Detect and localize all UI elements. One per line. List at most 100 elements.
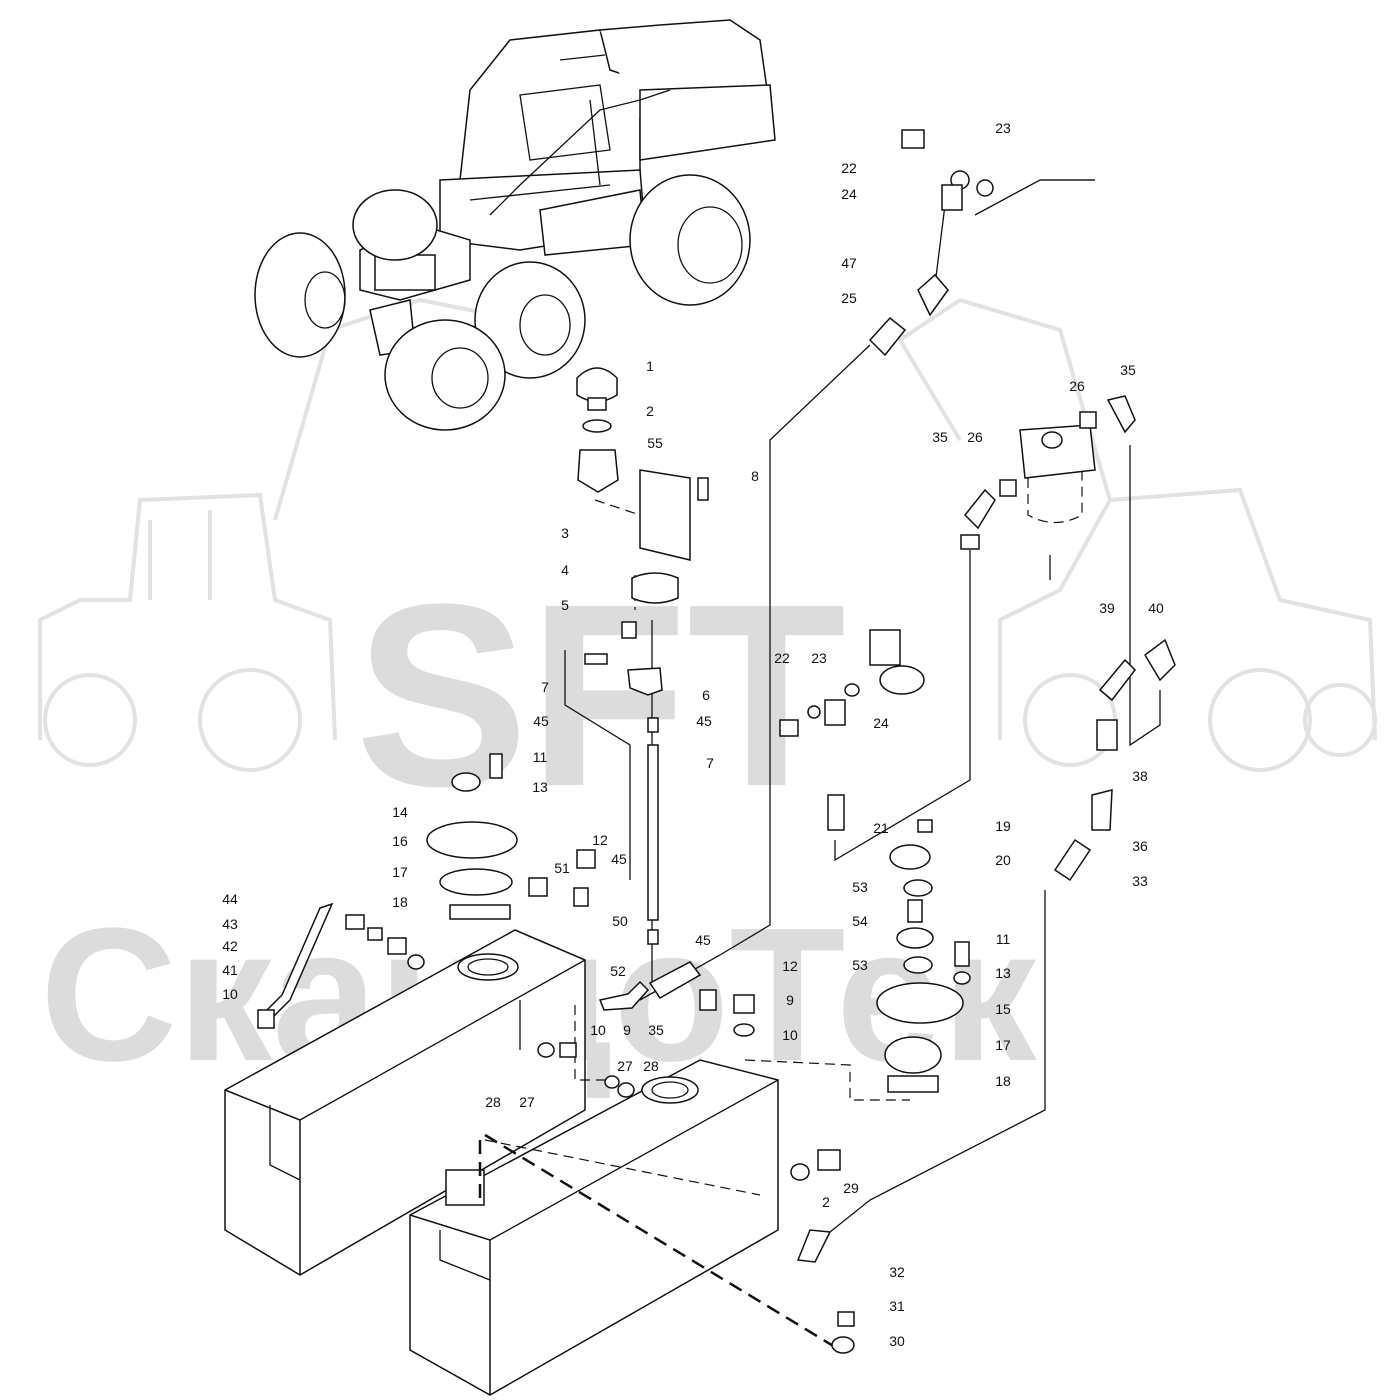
part-screw-19 — [917, 819, 933, 833]
callout-7: 7 — [541, 679, 549, 695]
callout-23: 23 — [995, 120, 1011, 136]
callout-40: 40 — [1148, 600, 1164, 616]
part-hose-33 — [1053, 838, 1092, 882]
callout-22: 22 — [774, 650, 790, 666]
callout-45: 45 — [533, 713, 549, 729]
callout-54: 54 — [852, 913, 868, 929]
callout-15: 15 — [995, 1001, 1011, 1017]
callout-9: 9 — [623, 1022, 631, 1038]
part-elbow-32 — [796, 1229, 832, 1263]
part-o-ring-17 — [439, 868, 513, 896]
callout-24: 24 — [841, 186, 857, 202]
part-pipe-21 — [827, 794, 845, 831]
callout-35: 35 — [648, 1022, 664, 1038]
part-bolt-11b — [954, 941, 970, 967]
part-fitting-43 — [345, 914, 365, 930]
part-plug-27b — [604, 1075, 620, 1089]
part-plug-51 — [528, 877, 548, 897]
part-valve-38 — [1096, 719, 1118, 751]
callout-1: 1 — [646, 358, 654, 374]
callout-10: 10 — [590, 1022, 606, 1038]
callout-31: 31 — [889, 1298, 905, 1314]
part-bracket — [639, 469, 691, 561]
callout-53: 53 — [852, 879, 868, 895]
part-washer-23d — [844, 683, 860, 697]
callout-30: 30 — [889, 1333, 905, 1349]
part-flange — [879, 665, 925, 695]
callout-14: 14 — [392, 804, 408, 820]
callout-27: 27 — [617, 1058, 633, 1074]
part-cap-right — [869, 629, 901, 666]
part-bolt-22b — [779, 719, 799, 737]
callout-12: 12 — [592, 832, 608, 848]
callout-8: 8 — [751, 468, 759, 484]
part-sleeve-45b — [647, 929, 659, 945]
callout-26: 26 — [967, 429, 983, 445]
part-plug-27 — [559, 1042, 577, 1058]
part-elbow-47 — [917, 273, 949, 317]
callout-2: 2 — [822, 1194, 830, 1210]
part-seal-ring — [582, 419, 612, 433]
callout-23: 23 — [811, 650, 827, 666]
part-banjo-24 — [941, 184, 963, 211]
callout-19: 19 — [995, 818, 1011, 834]
callout-50: 50 — [612, 913, 628, 929]
callout-47: 47 — [841, 255, 857, 271]
part-washer-10b — [733, 1023, 755, 1037]
part-fitting-41 — [387, 937, 407, 955]
part-elbow-35 — [598, 980, 650, 1011]
callout-28: 28 — [485, 1094, 501, 1110]
callout-9: 9 — [786, 992, 794, 1008]
watermark-machine-right — [897, 297, 1377, 772]
part-nut — [631, 572, 679, 604]
part-hose-end — [648, 961, 702, 1000]
callout-28: 28 — [643, 1058, 659, 1074]
part-elbow-36 — [1091, 789, 1113, 831]
part-washer-28 — [537, 1042, 555, 1058]
part-tee — [627, 667, 663, 696]
watermark-logo: SFT — [355, 551, 846, 841]
part-plug-31 — [837, 1311, 855, 1327]
part-washer-23c — [807, 705, 821, 719]
callout-45: 45 — [696, 713, 712, 729]
callout-13: 13 — [532, 779, 548, 795]
part-washer-10 — [407, 954, 425, 970]
callout-44: 44 — [222, 891, 238, 907]
part-fitting-50 — [573, 887, 589, 907]
callout-36: 36 — [1132, 838, 1148, 854]
part-elbow-12 — [576, 849, 596, 869]
part-washer-30 — [831, 1336, 855, 1354]
part-fuel-filter — [1019, 424, 1096, 524]
part-nipple-26b — [999, 479, 1017, 497]
callout-11: 11 — [996, 931, 1011, 947]
part-strainer-18 — [449, 904, 511, 920]
part-elbow-35c — [963, 488, 996, 530]
callout-20: 20 — [995, 852, 1011, 868]
callout-38: 38 — [1132, 768, 1148, 784]
callout-21: 21 — [873, 820, 889, 836]
part-banjo-24b — [824, 699, 846, 726]
callout-35: 35 — [1120, 362, 1136, 378]
part-o-ring-53 — [903, 879, 933, 897]
callout-25: 25 — [841, 290, 857, 306]
callout-53: 53 — [852, 957, 868, 973]
callout-5: 5 — [561, 597, 569, 613]
callout-52: 52 — [610, 963, 626, 979]
part-cover-plate-16 — [426, 821, 518, 859]
callout-41: 41 — [222, 962, 238, 978]
callout-7: 7 — [706, 755, 714, 771]
fuel-tank-right — [409, 1059, 779, 1396]
part-cover-15 — [876, 982, 964, 1024]
part-screen — [257, 1009, 275, 1029]
part-elbow-40 — [1144, 638, 1176, 682]
part-bolt-11 — [489, 753, 503, 779]
part-nipple-26 — [1079, 411, 1097, 429]
part-plate-20 — [889, 844, 931, 870]
callout-26: 26 — [1069, 378, 1085, 394]
callout-13: 13 — [995, 965, 1011, 981]
callout-4: 4 — [561, 562, 569, 578]
part-washer-2 — [790, 1163, 810, 1181]
part-elbow-35b — [1106, 395, 1136, 434]
callout-10: 10 — [222, 986, 238, 1002]
part-plug-9 — [733, 994, 755, 1014]
